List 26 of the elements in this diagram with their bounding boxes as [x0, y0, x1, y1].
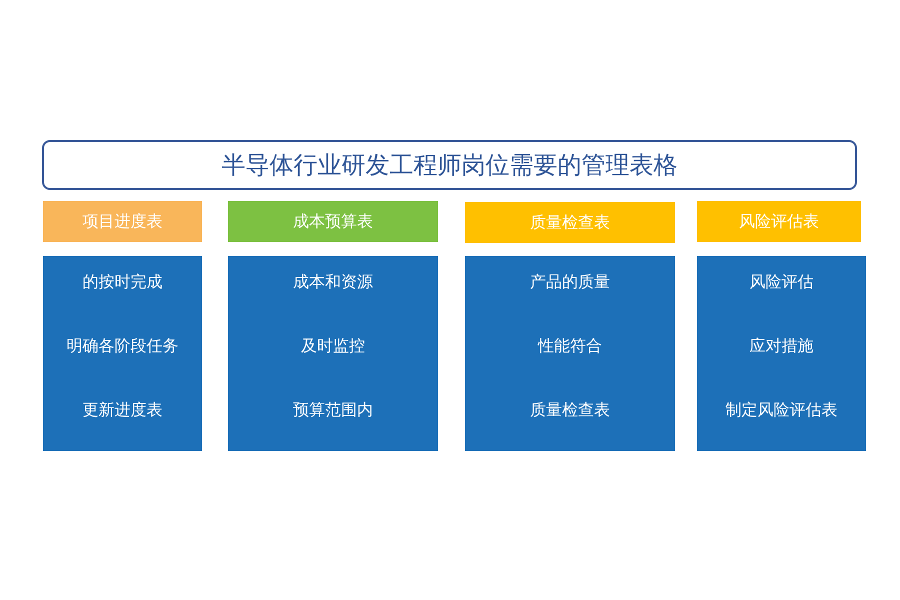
content-box — [228, 256, 438, 451]
title-box — [42, 140, 857, 190]
item-text: 风险评估 — [748, 272, 814, 293]
header-box — [697, 201, 861, 242]
item-text: 成本和资源 — [292, 272, 374, 293]
item-text: 明确各阶段任务 — [66, 336, 180, 357]
item-text: 制定风险评估表 — [724, 400, 838, 421]
header-box — [43, 201, 202, 242]
item-text: 应对措施 — [748, 336, 814, 357]
item-text: 及时监控 — [300, 336, 366, 357]
header-text: 成本预算表 — [292, 211, 374, 232]
content-box — [465, 256, 675, 451]
header-text: 风险评估表 — [738, 211, 820, 232]
header-box — [228, 201, 438, 242]
header-box — [465, 202, 675, 243]
item-text: 质量检查表 — [529, 400, 611, 421]
header-text: 项目进度表 — [82, 211, 164, 232]
item-text: 性能符合 — [536, 336, 603, 357]
title-text: 半导体行业研发工程师岗位需要的管理表格 — [220, 150, 678, 181]
item-text: 更新进度表 — [82, 400, 164, 421]
item-text: 的按时完成 — [82, 272, 164, 293]
header-text: 质量检查表 — [529, 212, 611, 233]
item-text: 产品的质量 — [529, 272, 611, 293]
content-box — [697, 256, 866, 451]
content-box — [43, 256, 202, 451]
item-text: 预算范围内 — [292, 400, 374, 421]
